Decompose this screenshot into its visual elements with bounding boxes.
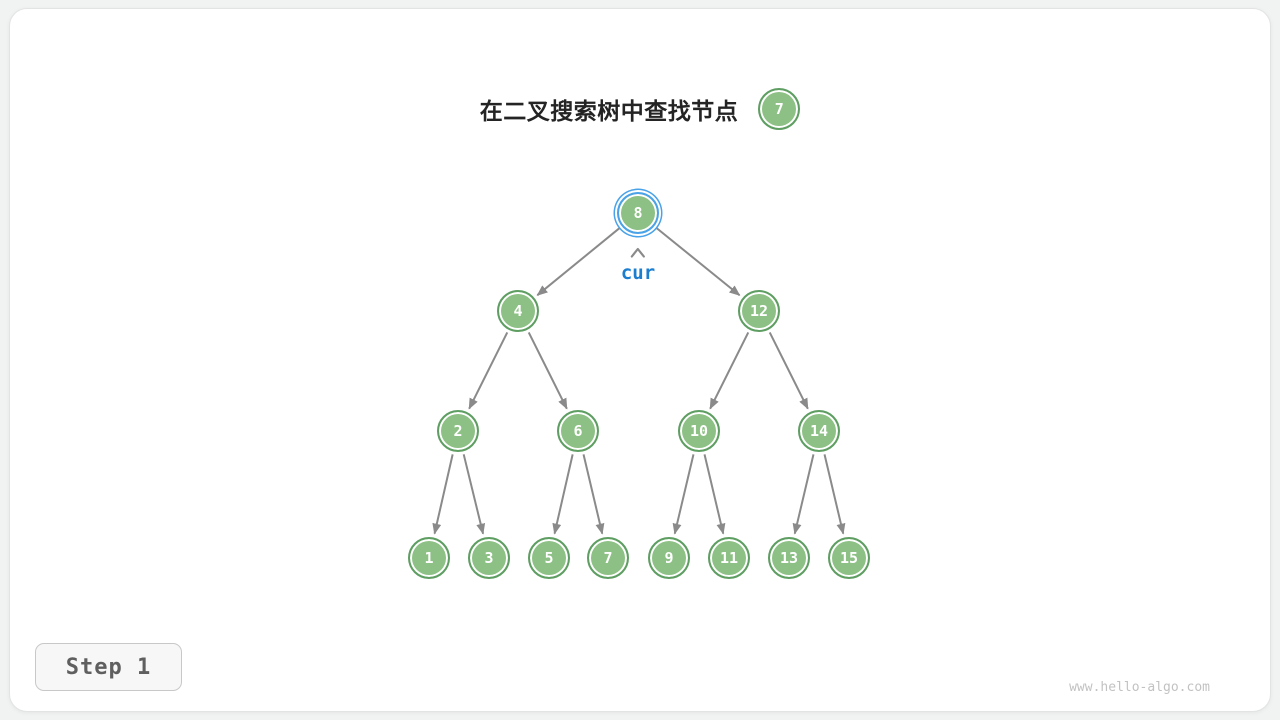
tree-node-12: 12: [738, 290, 780, 332]
tree-node-1: 1: [408, 537, 450, 579]
tree-node-3: 3: [468, 537, 510, 579]
tree-node-5: 5: [528, 537, 570, 579]
tree-node-11: 11: [708, 537, 750, 579]
tree-node-9: 9: [648, 537, 690, 579]
tree-node-14: 14: [798, 410, 840, 452]
tree-node-10: 10: [678, 410, 720, 452]
tree-node-13: 13: [768, 537, 810, 579]
tree-node-8: 8: [617, 192, 659, 234]
step-label: Step 1: [65, 654, 152, 680]
watermark: www.hello-algo.com: [1069, 680, 1210, 695]
title-row: 在二叉搜索树中查找节点 7: [0, 88, 1280, 130]
cur-label: cur: [620, 262, 656, 284]
tree-node-6: 6: [557, 410, 599, 452]
tree-node-4: 4: [497, 290, 539, 332]
target-value-badge: 7: [758, 88, 801, 130]
tree-node-2: 2: [437, 410, 479, 452]
cur-pointer: cur: [621, 247, 655, 284]
step-badge: Step 1: [35, 643, 182, 691]
figure-title: 在二叉搜索树中查找节点: [479, 99, 739, 125]
tree-node-7: 7: [587, 537, 629, 579]
tree-node-15: 15: [828, 537, 870, 579]
caret-up-icon: [630, 247, 646, 258]
figure-card: [9, 8, 1271, 712]
